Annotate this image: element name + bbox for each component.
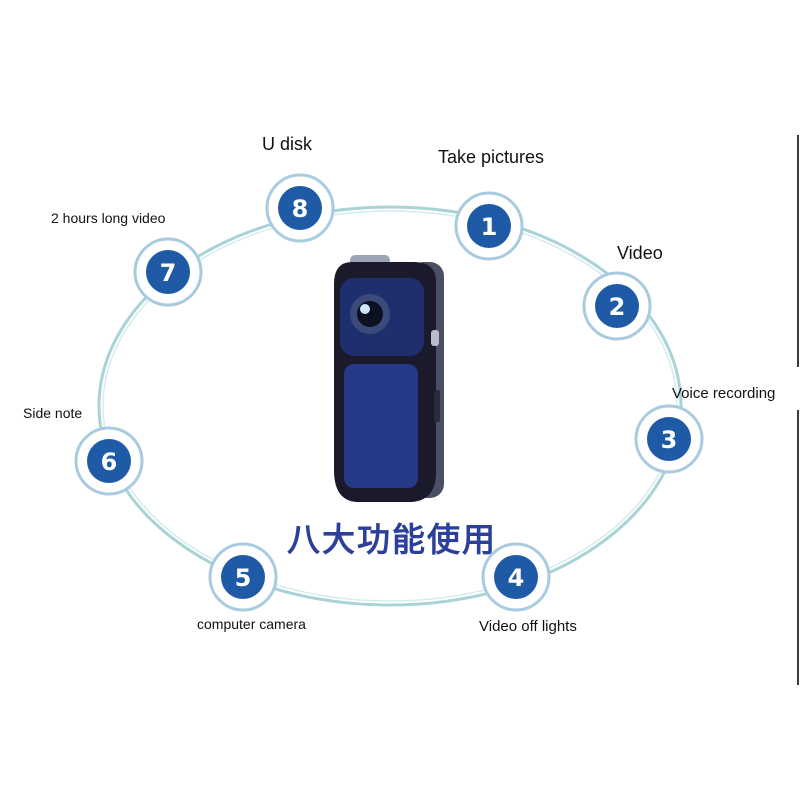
feature-label-6: Side note (23, 405, 83, 421)
edge-divider-bottom (797, 410, 799, 685)
feature-node-number: 8 (292, 195, 309, 223)
feature-node-4: 4 (481, 542, 551, 612)
feature-node-5: 5 (208, 542, 278, 612)
feature-node-1: 1 (454, 191, 524, 261)
camera-button (431, 330, 439, 346)
feature-node-number: 6 (101, 448, 118, 476)
edge-divider-top (797, 135, 799, 367)
camera-lens (357, 301, 383, 327)
feature-label-5: computer camera (197, 616, 306, 632)
feature-label-2: Video (617, 243, 663, 263)
camera-slot (434, 390, 440, 422)
feature-node-number: 1 (481, 213, 498, 241)
feature-node-number: 7 (160, 259, 177, 287)
feature-label-1: Take pictures (438, 147, 545, 167)
feature-node-number: 5 (235, 564, 252, 592)
feature-node-number: 2 (609, 293, 626, 321)
feature-node-number: 4 (508, 564, 525, 592)
mini-camera-image (334, 255, 444, 502)
feature-label-7: 2 hours long video (51, 210, 166, 226)
feature-node-2: 2 (582, 271, 652, 341)
feature-node-number: 3 (661, 426, 678, 454)
feature-node-3: 3 (634, 404, 704, 474)
feature-label-3: Voice recording (672, 385, 776, 402)
feature-label-8: U disk (262, 134, 313, 154)
feature-node-6: 6 (74, 426, 144, 496)
feature-node-7: 7 (133, 237, 203, 307)
camera-front-panel (344, 364, 418, 488)
diagram-title: 八大功能使用 (287, 520, 497, 559)
feature-node-8: 8 (265, 173, 335, 243)
orbit-ring (97, 205, 683, 607)
feature-label-4: Video off lights (479, 618, 577, 635)
camera-lens-highlight (360, 304, 370, 314)
